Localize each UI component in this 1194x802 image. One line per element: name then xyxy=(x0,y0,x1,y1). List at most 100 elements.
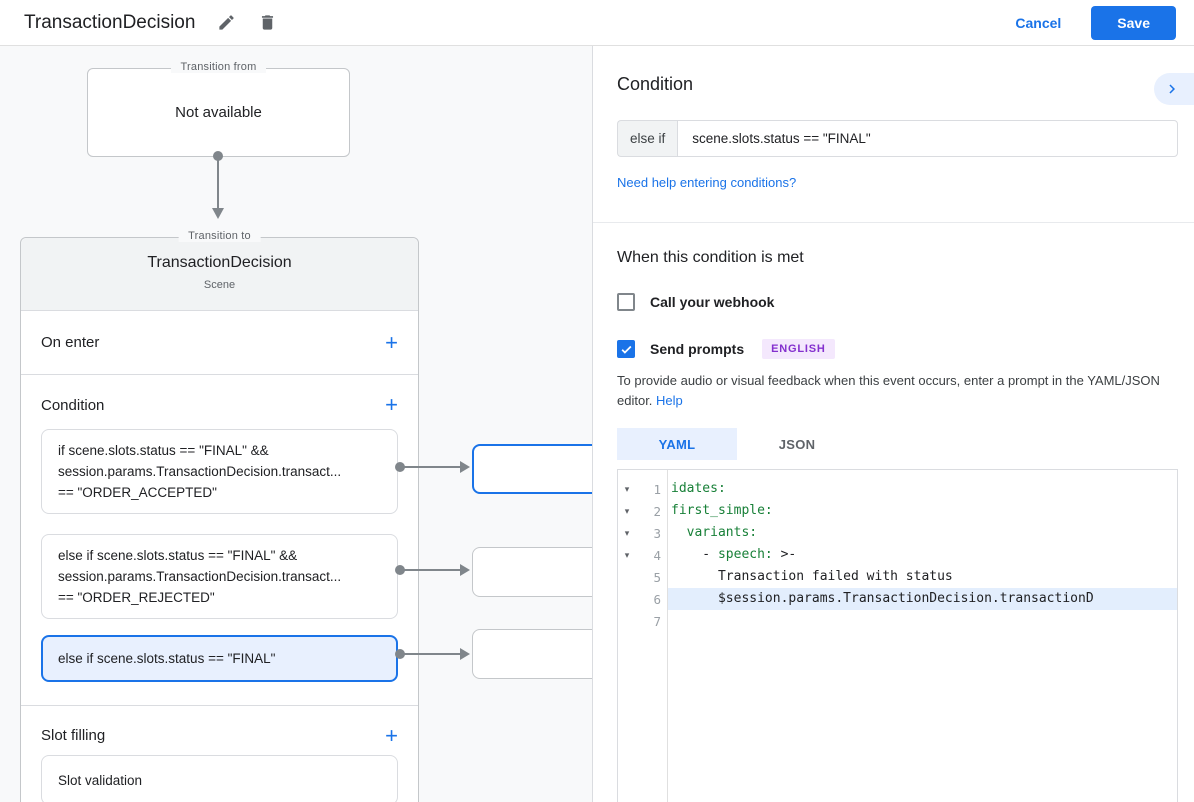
when-condition-met-section: When this condition is met Call your web… xyxy=(593,223,1194,802)
condition-prefix-label: else if xyxy=(617,120,678,157)
tab-yaml[interactable]: YAML xyxy=(617,428,737,460)
condition-text-line: session.params.TransactionDecision.trans… xyxy=(58,569,342,584)
section-divider xyxy=(21,374,418,375)
condition-text-line: == "ORDER_ACCEPTED" xyxy=(58,485,217,500)
language-badge: ENGLISH xyxy=(762,339,835,359)
send-prompts-label: Send prompts xyxy=(650,341,745,357)
transition-from-value: Not available xyxy=(175,104,262,121)
scene-type: Scene xyxy=(203,279,236,291)
editor-line-highlighted: $session.params.TransactionDecision.tran… xyxy=(668,588,1177,610)
editor-line: first_simple: xyxy=(668,500,1177,522)
checkmark-icon xyxy=(621,345,631,354)
on-enter-label: On enter xyxy=(41,334,100,351)
add-slot-button[interactable]: + xyxy=(385,722,398,748)
line-number: 1 xyxy=(653,481,661,497)
webhook-checkbox[interactable] xyxy=(617,293,635,311)
editor-gutter-row: 6 xyxy=(618,588,667,610)
condition-section-header: Condition + xyxy=(21,375,418,429)
line-number: 6 xyxy=(653,591,661,607)
line-number: 4 xyxy=(653,547,661,563)
transition-from-box[interactable]: Transition from Not available xyxy=(87,61,350,157)
editor-gutter-row: ▾3 xyxy=(618,522,667,544)
condition-detail-panel: Condition else if Need help entering con… xyxy=(592,46,1194,802)
section-divider xyxy=(21,705,418,706)
webhook-row: Call your webhook xyxy=(617,293,1178,311)
yaml-text-token: $session.params.TransactionDecision.tran… xyxy=(671,591,1094,606)
editor-line: variants: xyxy=(668,522,1177,544)
edit-title-button[interactable] xyxy=(217,13,236,32)
condition-text-line: == "ORDER_REJECTED" xyxy=(58,590,215,605)
yaml-key-token: variants: xyxy=(671,525,758,540)
editor-line: - speech: >- xyxy=(668,544,1177,566)
editor-gutter-row: ▾2 xyxy=(618,500,667,522)
editor-code-area[interactable]: idates: first_simple: variants: - speech:… xyxy=(668,470,1177,802)
collapse-panel-button[interactable] xyxy=(1154,73,1194,105)
flow-canvas: Transition from Not available Transition… xyxy=(0,46,592,802)
when-met-title: When this condition is met xyxy=(617,249,804,266)
yaml-key-token: speech: xyxy=(717,547,773,562)
transition-from-label: Transition from xyxy=(170,61,267,73)
fold-arrow-icon[interactable]: ▾ xyxy=(624,484,630,494)
editor-tabs: YAML JSON xyxy=(617,428,1178,460)
add-condition-button[interactable]: + xyxy=(385,392,398,417)
editor-line xyxy=(668,610,1177,632)
transition-target-node-1[interactable] xyxy=(472,444,592,494)
editor-gutter-row: 5 xyxy=(618,566,667,588)
transition-target-node-2[interactable] xyxy=(472,547,592,597)
transition-to-label: Transition to xyxy=(178,230,261,242)
condition-card-2[interactable]: else if scene.slots.status == "FINAL" &&… xyxy=(41,534,398,619)
slot-validation-card[interactable]: Slot validation xyxy=(41,755,398,802)
send-prompts-row: Send prompts ENGLISH xyxy=(617,339,1178,359)
webhook-label: Call your webhook xyxy=(650,294,775,310)
condition-text-line: session.params.TransactionDecision.trans… xyxy=(58,464,342,479)
fold-arrow-icon[interactable]: ▾ xyxy=(624,506,630,516)
editor-gutter-row: 7 xyxy=(618,610,667,632)
chevron-right-icon xyxy=(1169,84,1175,94)
save-button[interactable]: Save xyxy=(1091,5,1176,40)
transition-target-node-3[interactable] xyxy=(472,629,592,679)
condition-card-1[interactable]: if scene.slots.status == "FINAL" && sess… xyxy=(41,429,398,514)
line-number: 5 xyxy=(653,569,661,585)
yaml-text-token: Transaction failed with status xyxy=(671,569,953,584)
on-enter-section: On enter + xyxy=(21,311,418,374)
yaml-text-token: - xyxy=(671,547,718,562)
condition-expression-input[interactable] xyxy=(677,120,1178,157)
send-prompts-checkbox[interactable] xyxy=(617,340,635,358)
prompt-description: To provide audio or visual feedback when… xyxy=(617,371,1178,411)
editor-line: Transaction failed with status xyxy=(668,566,1177,588)
delete-scene-button[interactable] xyxy=(258,13,277,32)
prompt-description-text: To provide audio or visual feedback when… xyxy=(617,373,1160,408)
editor-line: idates: xyxy=(668,478,1177,500)
tab-json[interactable]: JSON xyxy=(778,436,816,452)
line-number: 7 xyxy=(653,613,661,629)
line-number: 3 xyxy=(653,525,661,541)
condition-help-link[interactable]: Need help entering conditions? xyxy=(617,175,797,190)
editor-gutter-row: ▾4 xyxy=(618,544,667,566)
condition-text-line: else if scene.slots.status == "FINAL" && xyxy=(58,548,298,563)
scene-card: Transition to TransactionDecision Scene … xyxy=(20,230,419,802)
fold-arrow-icon[interactable]: ▾ xyxy=(624,550,630,560)
trash-icon xyxy=(262,15,274,30)
scene-name: TransactionDecision xyxy=(147,254,292,271)
yaml-key-token: idates: xyxy=(671,481,726,496)
top-bar: TransactionDecision Cancel Save xyxy=(0,0,1194,46)
condition-card-3-selected[interactable]: else if scene.slots.status == "FINAL" xyxy=(41,635,398,682)
cancel-button[interactable]: Cancel xyxy=(1015,14,1062,31)
help-link[interactable]: Help xyxy=(656,393,683,408)
condition-section-padding xyxy=(21,682,418,705)
slot-validation-label: Slot validation xyxy=(58,772,143,788)
editor-gutter-row: ▾1 xyxy=(618,478,667,500)
add-on-enter-button[interactable]: + xyxy=(385,329,398,355)
pencil-icon xyxy=(219,15,235,30)
slot-filling-section-header: Slot filling + xyxy=(21,706,418,755)
yaml-key-token: first_simple: xyxy=(671,503,773,518)
slot-filling-label: Slot filling xyxy=(41,727,106,744)
scene-card-header[interactable]: TransactionDecision Scene xyxy=(21,238,418,311)
yaml-text-token: >- xyxy=(772,547,797,562)
fold-arrow-icon[interactable]: ▾ xyxy=(624,528,630,538)
condition-section-label: Condition xyxy=(41,396,105,414)
condition-text-line: else if scene.slots.status == "FINAL" xyxy=(58,651,276,666)
